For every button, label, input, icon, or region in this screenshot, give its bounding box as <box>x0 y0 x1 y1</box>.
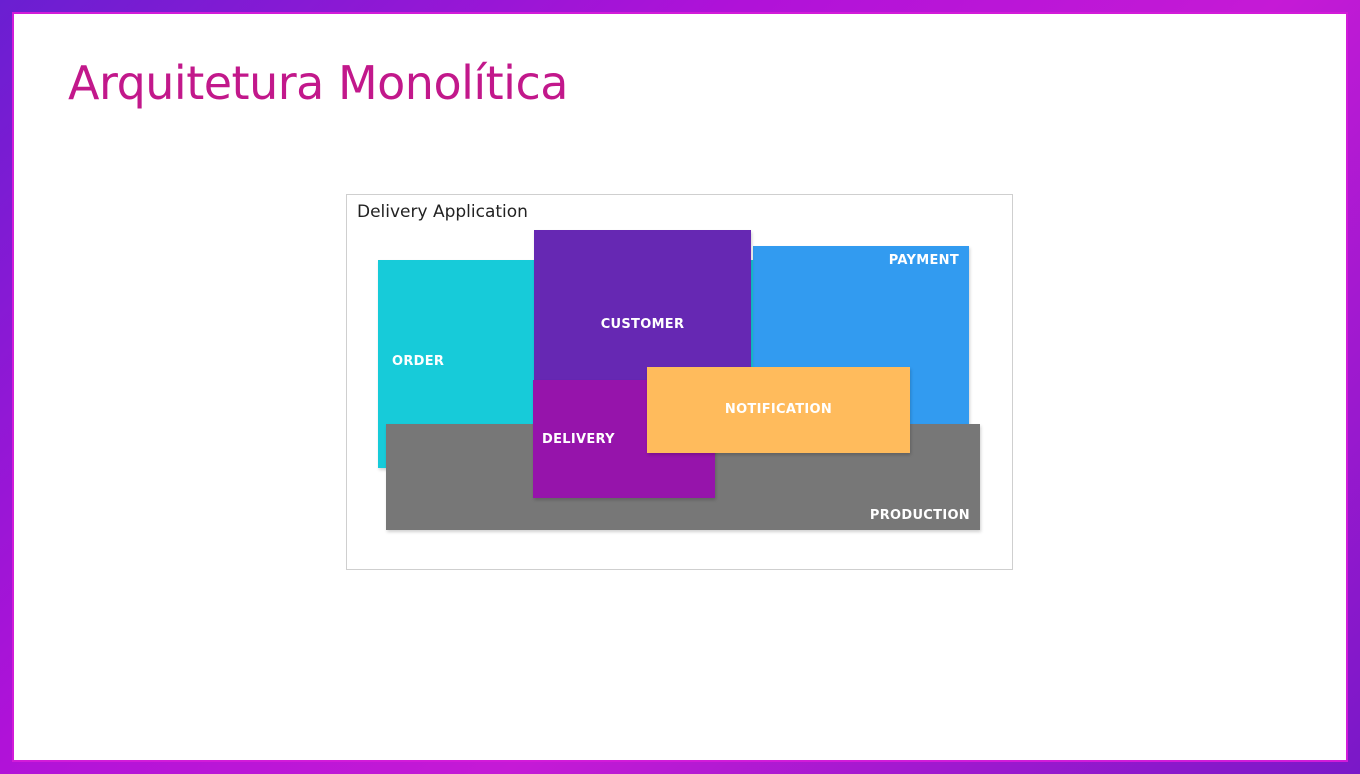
customer-label: CUSTOMER <box>600 317 685 332</box>
delivery-label: DELIVERY <box>542 432 615 447</box>
slide: Arquitetura Monolítica Delivery Applicat… <box>14 14 1346 760</box>
order-label: ORDER <box>392 354 445 369</box>
slide-title: Arquitetura Monolítica <box>68 56 568 110</box>
notification-block: NOTIFICATION <box>647 367 910 453</box>
customer-block: CUSTOMER <box>534 230 751 381</box>
delivery-application-diagram: Delivery Application ORDER PAYMENT CUSTO… <box>346 194 1013 570</box>
payment-label: PAYMENT <box>888 253 959 268</box>
diagram-label: Delivery Application <box>357 202 528 222</box>
notification-label: NOTIFICATION <box>724 402 833 417</box>
production-label: PRODUCTION <box>869 508 970 523</box>
